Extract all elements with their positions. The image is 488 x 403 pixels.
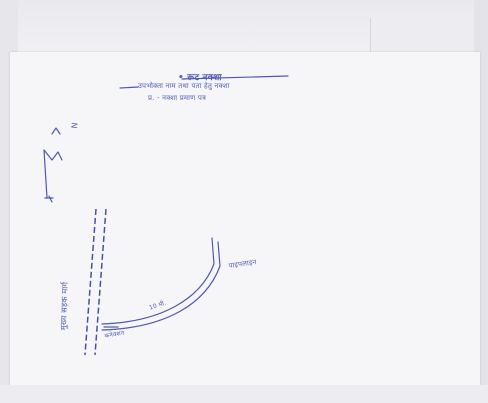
back-page-corner: [370, 18, 488, 54]
subtitle-dash: [119, 86, 139, 89]
north-arrow-foot: [48, 195, 53, 203]
north-arrow-head: [51, 127, 61, 135]
pipeline-curve-outer: [101, 237, 215, 325]
road-label: मुख्य सड़क मार्ग: [58, 281, 70, 331]
document-page: [10, 52, 480, 397]
road-line-left: [84, 208, 97, 356]
document-subtitle-1: उपभोक्ता नाम तथा पता हेतु नक्शा: [138, 82, 230, 90]
road-line-right: [94, 208, 107, 356]
pipeline-curve-inner: [101, 241, 221, 331]
document-subtitle-2: प्र. - नक्शा प्रमाण पत्र: [148, 94, 207, 102]
north-arrow-zigzag: [43, 149, 63, 161]
title-underline: [181, 75, 289, 80]
bottom-edge: [0, 385, 488, 403]
north-arrow-shaft: [43, 149, 48, 199]
north-label: N: [70, 121, 80, 129]
